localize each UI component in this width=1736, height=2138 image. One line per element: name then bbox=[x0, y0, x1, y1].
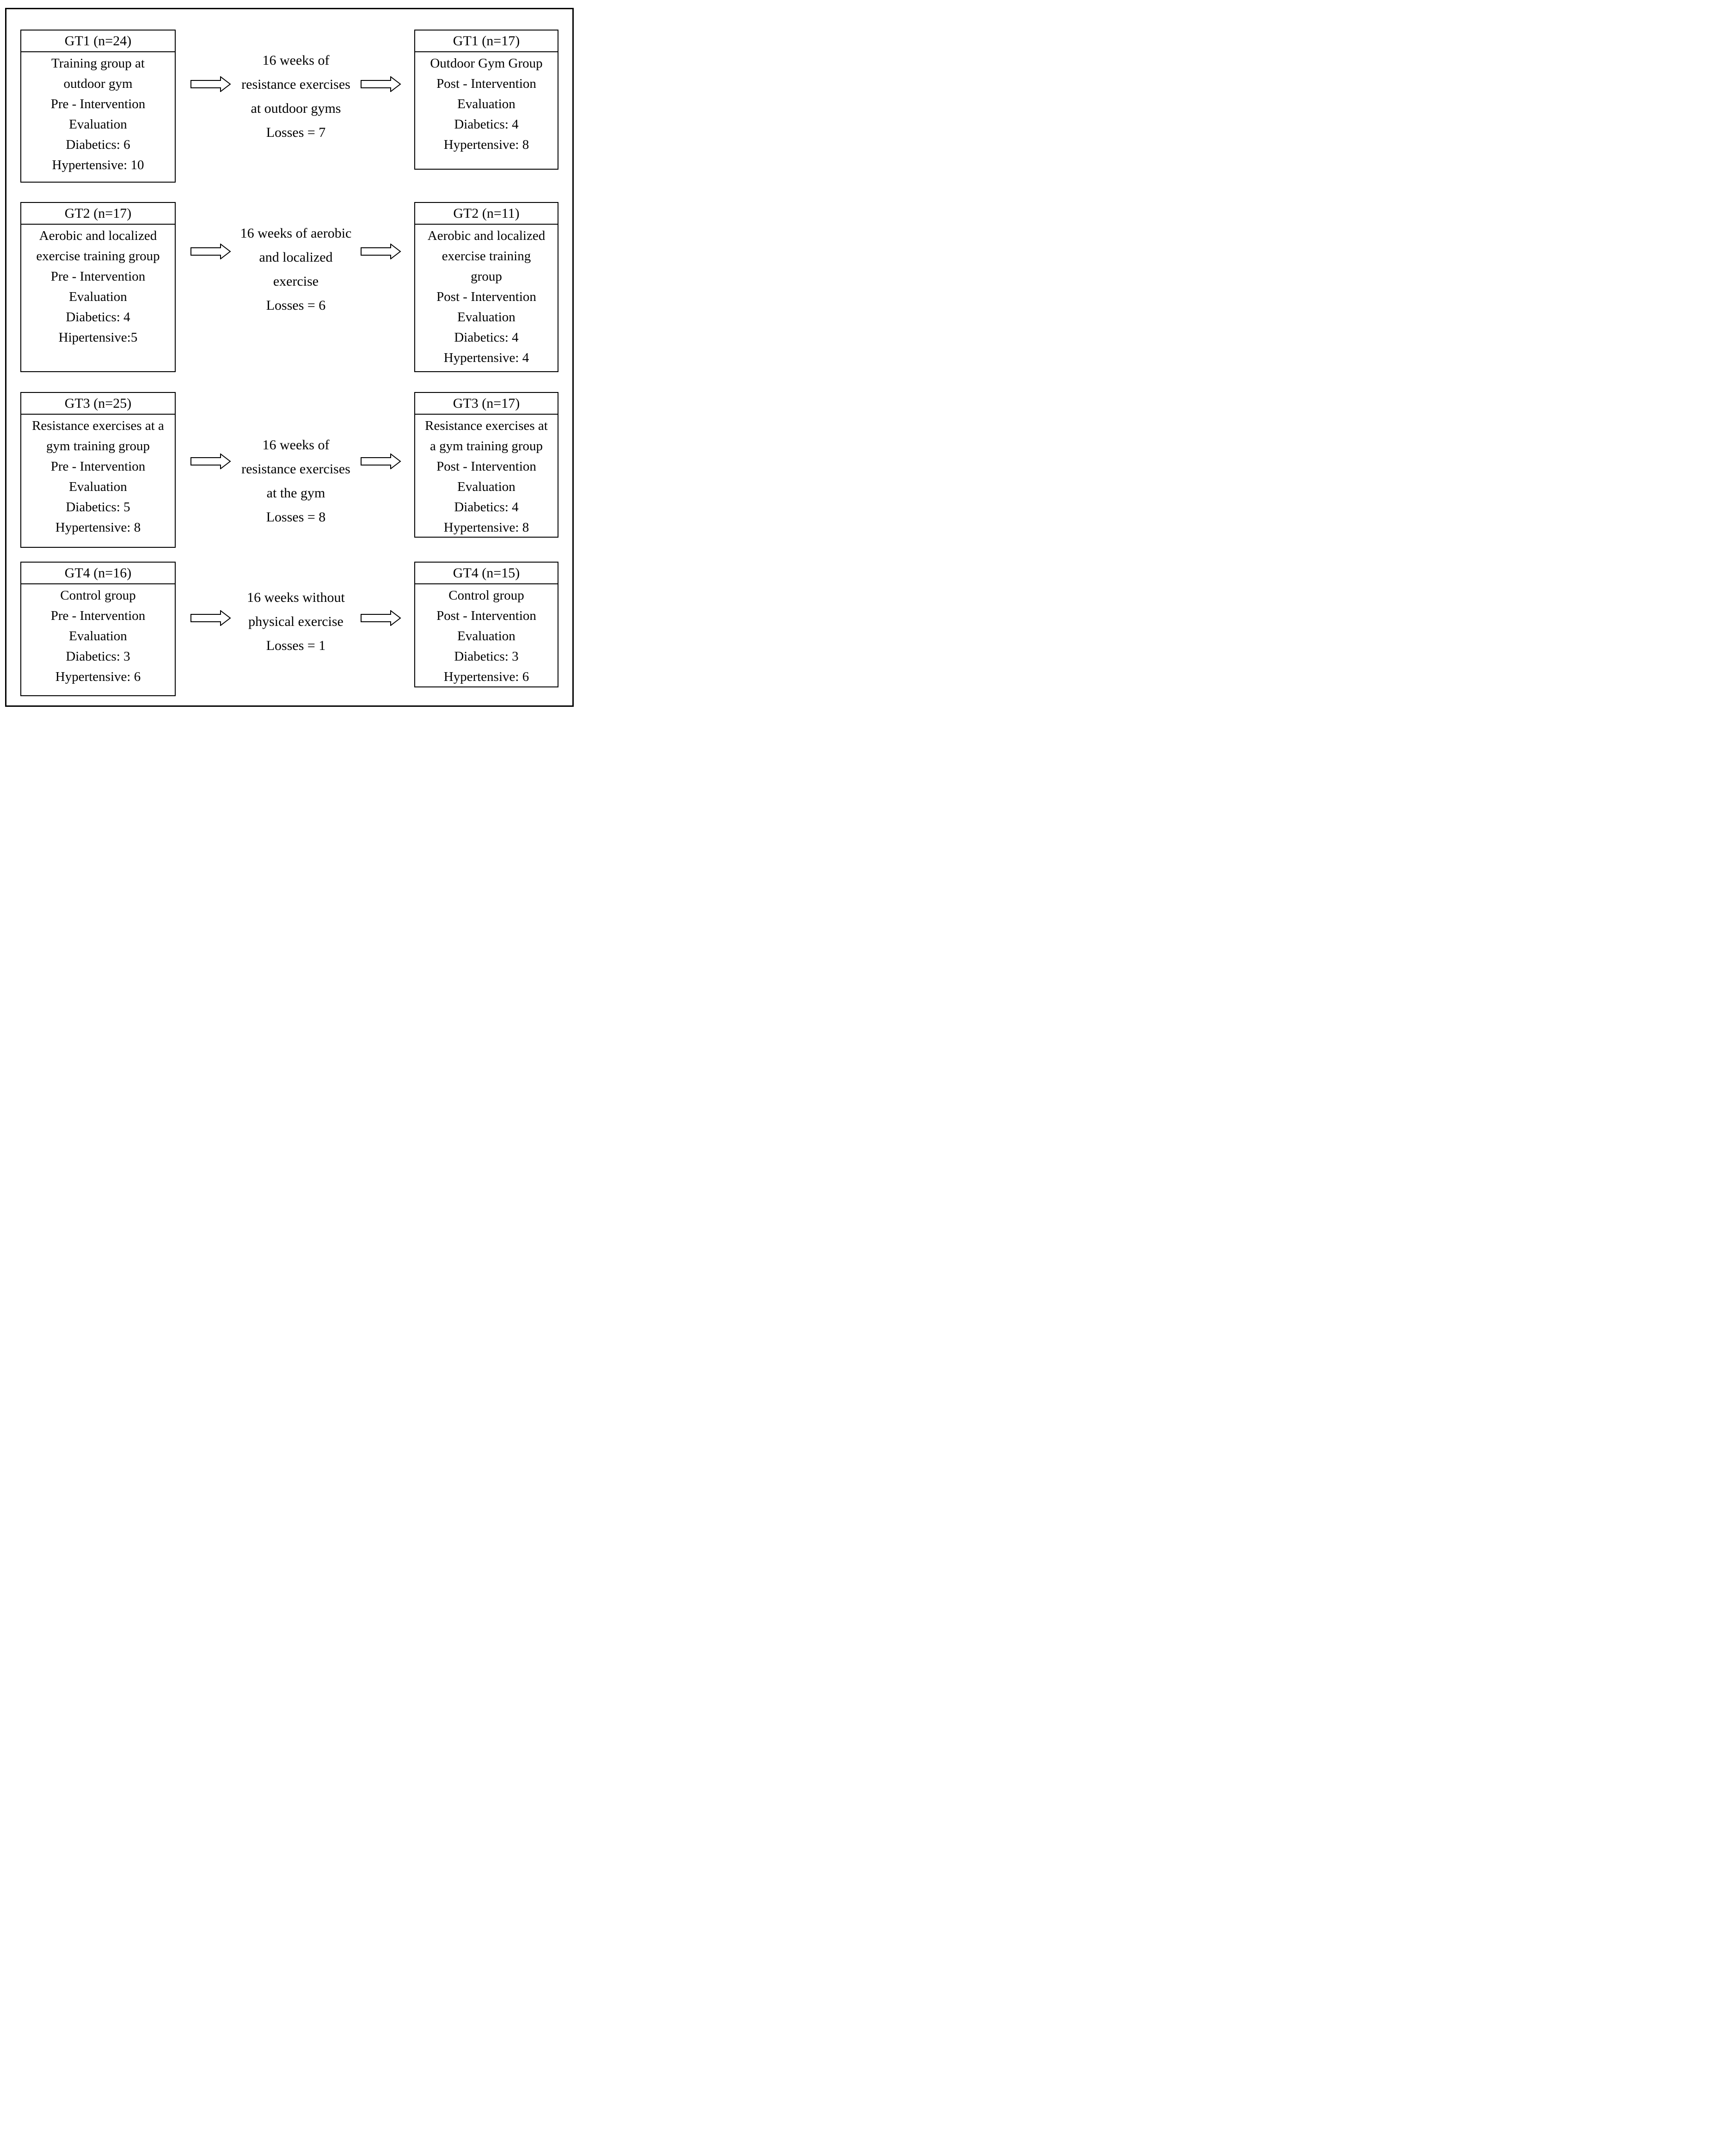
post-intervention-box: GT2 (n=11) Aerobic and localized exercis… bbox=[414, 202, 558, 372]
flow-row-gt4: GT4 (n=16) Control group Pre - Intervent… bbox=[0, 562, 579, 696]
right-arrow-icon bbox=[361, 76, 401, 92]
right-arrow-icon bbox=[190, 244, 231, 259]
box-title: GT4 (n=15) bbox=[415, 563, 558, 584]
box-body-text: Training group at outdoor gym Pre - Inte… bbox=[50, 56, 146, 172]
post-intervention-box: GT3 (n=17) Resistance exercises at a gym… bbox=[414, 392, 558, 538]
intervention-description: 16 weeks of resistance exercises at outd… bbox=[241, 53, 350, 140]
right-arrow-icon bbox=[190, 76, 231, 92]
box-title: GT3 (n=17) bbox=[415, 393, 558, 415]
intervention-description: 16 weeks of aerobic and localized exerci… bbox=[240, 226, 352, 313]
box-body-text: Resistance exercises at a gym training g… bbox=[32, 418, 164, 535]
post-intervention-box: GT4 (n=15) Control group Post - Interven… bbox=[414, 562, 558, 687]
pre-intervention-box: GT1 (n=24) Training group at outdoor gym… bbox=[20, 30, 176, 183]
box-title: GT1 (n=17) bbox=[415, 31, 558, 52]
box-body-text: Control group Pre - Intervention Evaluat… bbox=[50, 588, 146, 684]
flow-row-gt3: GT3 (n=25) Resistance exercises at a gym… bbox=[0, 392, 579, 548]
pre-intervention-box: GT3 (n=25) Resistance exercises at a gym… bbox=[20, 392, 176, 548]
box-body-text: Outdoor Gym Group Post - Intervention Ev… bbox=[430, 56, 543, 152]
intervention-description: 16 weeks without physical exercise Losse… bbox=[247, 590, 345, 653]
right-arrow-icon bbox=[361, 453, 401, 469]
right-arrow-icon bbox=[361, 610, 401, 626]
post-intervention-box: GT1 (n=17) Outdoor Gym Group Post - Inte… bbox=[414, 30, 558, 170]
flow-diagram: GT1 (n=24) Training group at outdoor gym… bbox=[0, 0, 579, 713]
flow-row-gt2: GT2 (n=17) Aerobic and localized exercis… bbox=[0, 202, 579, 372]
box-title: GT2 (n=11) bbox=[415, 203, 558, 225]
box-body-text: Aerobic and localized exercise training … bbox=[36, 228, 160, 345]
flow-row-gt1: GT1 (n=24) Training group at outdoor gym… bbox=[0, 30, 579, 183]
box-title: GT3 (n=25) bbox=[21, 393, 175, 415]
box-body-text: Control group Post - Intervention Evalua… bbox=[436, 588, 536, 684]
figure-border bbox=[5, 8, 574, 707]
pre-intervention-box: GT2 (n=17) Aerobic and localized exercis… bbox=[20, 202, 176, 372]
right-arrow-icon bbox=[190, 610, 231, 626]
box-body-text: Resistance exercises at a gym training g… bbox=[425, 418, 548, 535]
box-title: GT1 (n=24) bbox=[21, 31, 175, 52]
box-title: GT4 (n=16) bbox=[21, 563, 175, 584]
box-body-text: Aerobic and localized exercise training … bbox=[427, 228, 546, 365]
right-arrow-icon bbox=[361, 244, 401, 259]
box-title: GT2 (n=17) bbox=[21, 203, 175, 225]
pre-intervention-box: GT4 (n=16) Control group Pre - Intervent… bbox=[20, 562, 176, 696]
intervention-description: 16 weeks of resistance exercises at the … bbox=[241, 437, 350, 525]
right-arrow-icon bbox=[190, 453, 231, 469]
